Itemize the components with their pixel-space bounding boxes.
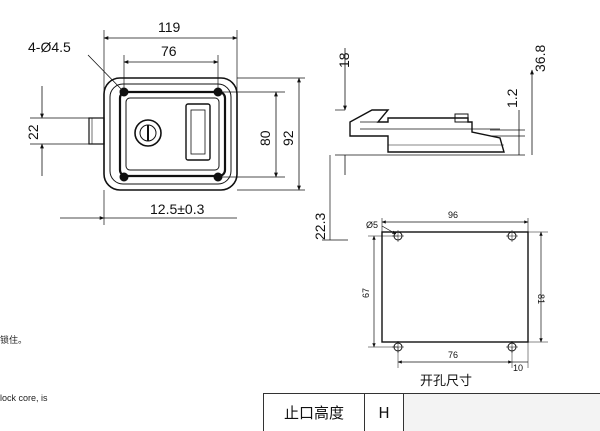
front-view-labels: 4-Ø4.5 119 76 22 80 92 12.5±0.3 xyxy=(25,19,296,217)
height-overall-label: 92 xyxy=(280,130,296,146)
front-view xyxy=(30,30,305,225)
cutout-hole-spacing-label: 76 xyxy=(448,350,458,360)
total-depth-label: 36.8 xyxy=(532,45,548,72)
flange-depth-label: 18 xyxy=(336,52,352,68)
side-note-cn: 锁住。 xyxy=(0,334,27,345)
cutout-drawing xyxy=(368,218,548,368)
cutout-width-label: 96 xyxy=(448,210,458,220)
side-view-labels: 18 36.8 1.2 22.3 xyxy=(312,45,548,240)
cutout-title: 开孔尺寸 xyxy=(420,374,472,389)
hole-spec-label: 4-Ø4.5 xyxy=(28,39,71,55)
spec-table: 止口高度 H xyxy=(263,393,600,431)
table-header-cell: 止口高度 xyxy=(264,394,365,431)
cutout-labels: Ø5 96 67 81 76 10 开孔尺寸 xyxy=(361,210,546,389)
side-view xyxy=(322,48,534,241)
table-value-cell: H xyxy=(365,394,404,431)
cutout-hole-dia-label: Ø5 xyxy=(366,220,378,230)
handle-offset-label: 12.5±0.3 xyxy=(150,201,205,217)
body-depth-label: 22.3 xyxy=(312,213,328,240)
latch-height-label: 22 xyxy=(25,124,41,140)
cutout-height-label: 67 xyxy=(361,288,371,298)
cutout-edge-offset-label: 10 xyxy=(513,363,523,373)
width-overall-label: 119 xyxy=(158,19,181,35)
side-note-en: lock core, is xyxy=(0,393,48,403)
hole-spacing-h-label: 76 xyxy=(161,43,177,59)
hole-spacing-v-label: 80 xyxy=(257,130,273,146)
plate-thickness-label: 1.2 xyxy=(504,88,520,108)
cutout-outer-height-label: 81 xyxy=(536,294,546,304)
table-blank-cell xyxy=(404,394,600,431)
cutout-outline xyxy=(381,231,529,343)
